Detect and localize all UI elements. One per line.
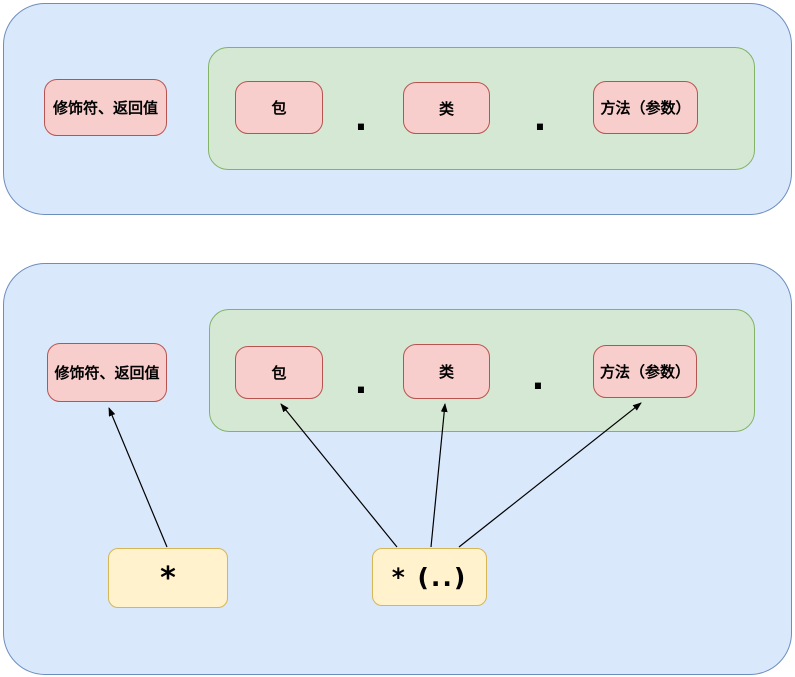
bottom-modifier-return-box: 修饰符、返回值 bbox=[47, 343, 167, 402]
top-modifier-return-box: 修饰符、返回值 bbox=[44, 79, 167, 136]
wildcard-star-box: * bbox=[108, 548, 228, 608]
top-separator-dot-1: . bbox=[354, 99, 368, 139]
bottom-method-params-box: 方法（参数） bbox=[593, 345, 697, 398]
top-method-params-box: 方法（参数） bbox=[593, 81, 698, 134]
top-separator-dot-2: . bbox=[533, 99, 547, 139]
bottom-separator-dot-1: . bbox=[354, 362, 368, 402]
bottom-class-box: 类 bbox=[403, 344, 490, 399]
top-class-box: 类 bbox=[403, 82, 490, 134]
top-package-box: 包 bbox=[235, 81, 323, 134]
bottom-separator-dot-2: . bbox=[531, 358, 545, 398]
bottom-package-box: 包 bbox=[235, 346, 323, 399]
wildcard-star-args-box: * (..) bbox=[372, 548, 487, 606]
